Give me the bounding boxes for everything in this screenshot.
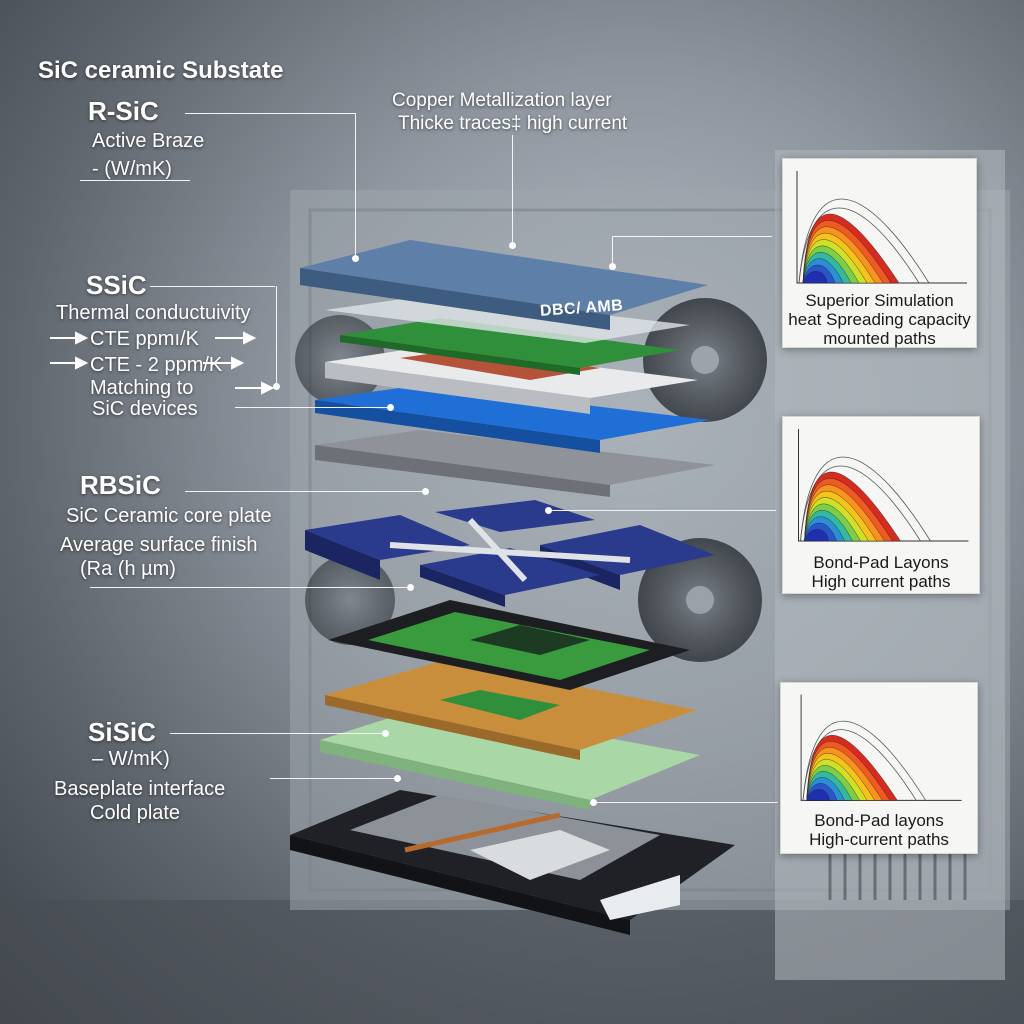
panel1-line2: heat Spreading capacity [788,310,971,329]
leader-line [185,113,355,114]
ssic-line1: Thermal conductuivity [56,302,251,324]
panel1-line3: mounted paths [823,329,936,348]
fan-icon [638,538,762,662]
ssic-line2: CTE ppmı/K [90,328,199,350]
leader-line [612,236,772,237]
rsic-heading: R-SiC [88,96,159,126]
contour-outline [800,465,921,542]
cork-layer [325,660,697,760]
leader-line [170,733,385,734]
panel3-line1: Bond-Pad layons [814,811,944,830]
gray-plate-layer [315,430,715,497]
contour-outline [798,198,930,284]
simulation-panel-2: Bond-Pad Layons High current paths [782,416,980,594]
heat-spread-chart [800,694,962,801]
panel2-line2: High current paths [811,572,951,591]
leader-dot [609,263,616,270]
leader-line [150,286,275,287]
simulation-panel-1: Superior Simulation heat Spreading capac… [782,158,977,348]
leader-dot [545,507,552,514]
chart-axis [800,694,962,801]
blue-layer [315,385,710,453]
heat-spread-chart [796,171,967,284]
heat-spread-chart [798,429,969,542]
ceramic-core-tiles-layer [305,500,715,607]
rbsic-line2: Average surface finish [60,534,258,556]
contour-outline [802,720,927,801]
top-callout-line2: Thicke traces‡ high current [398,113,628,134]
ssic-line4: Matching to [90,377,194,399]
leader-dot [273,383,280,390]
copper-metallization-layer [300,240,708,330]
translucent-layer [325,295,690,343]
leader-line [593,802,778,803]
simulation-panel-3: Bond-Pad layons High-current paths [780,682,978,854]
sisic-line1: – W/mK) [92,748,170,770]
fan-icon [643,298,767,422]
ssic-line5: SiC devices [92,398,198,420]
panel3-line2: High-current paths [809,830,949,849]
top-callout-line1: Copper Metallization layer [392,90,612,111]
leader-line [185,491,425,492]
circuit-board-layer [328,600,690,690]
leader-dot [422,488,429,495]
cold-plate-green-layer [320,705,700,810]
leader-line [270,778,397,779]
leader-dot [394,775,401,782]
contour-band [802,271,828,284]
leader-line [90,587,410,588]
leader-line [548,510,776,511]
contour-outline [798,207,920,284]
rbsic-line1: SiC Ceramic core plate [66,505,272,527]
leader-line [276,286,277,386]
leader-line [80,180,190,181]
leader-line [512,135,513,245]
contour-band [806,789,830,801]
chart-axis [796,171,967,284]
panel1-line1: Superior Simulation [805,291,954,310]
rsic-line1: Active Braze [92,130,205,152]
leader-line [355,113,356,258]
leader-dot [509,242,516,249]
leader-dot [407,584,414,591]
leader-dot [387,404,394,411]
contour-outline [800,456,931,542]
leader-dot [382,730,389,737]
ssic-heading: SSiC [86,270,147,300]
sisic-line2: Baseplate interface [54,778,226,800]
contour-band [804,529,829,542]
sisic-heading: SiSiC [88,717,156,747]
rsic-line2: - (W/mK) [92,158,172,180]
leader-line [235,407,390,408]
leader-dot [352,255,359,262]
ssic-line3: CTE - 2 ppm/K [90,354,223,376]
contour-outline [802,729,917,801]
baseplate-layer [290,790,735,935]
leader-line [612,236,613,266]
green-pcb-layer [340,318,680,375]
page-title: SiC ceramic Substate [38,57,284,84]
chart-axis [798,429,969,542]
panel2-line1: Bond-Pad Layons [813,553,949,572]
leader-dot [590,799,597,806]
rbsic-line3: (Ra (h µm) [80,558,176,580]
sisic-line3: Cold plate [90,802,181,824]
rbsic-heading: RBSiC [80,470,161,500]
